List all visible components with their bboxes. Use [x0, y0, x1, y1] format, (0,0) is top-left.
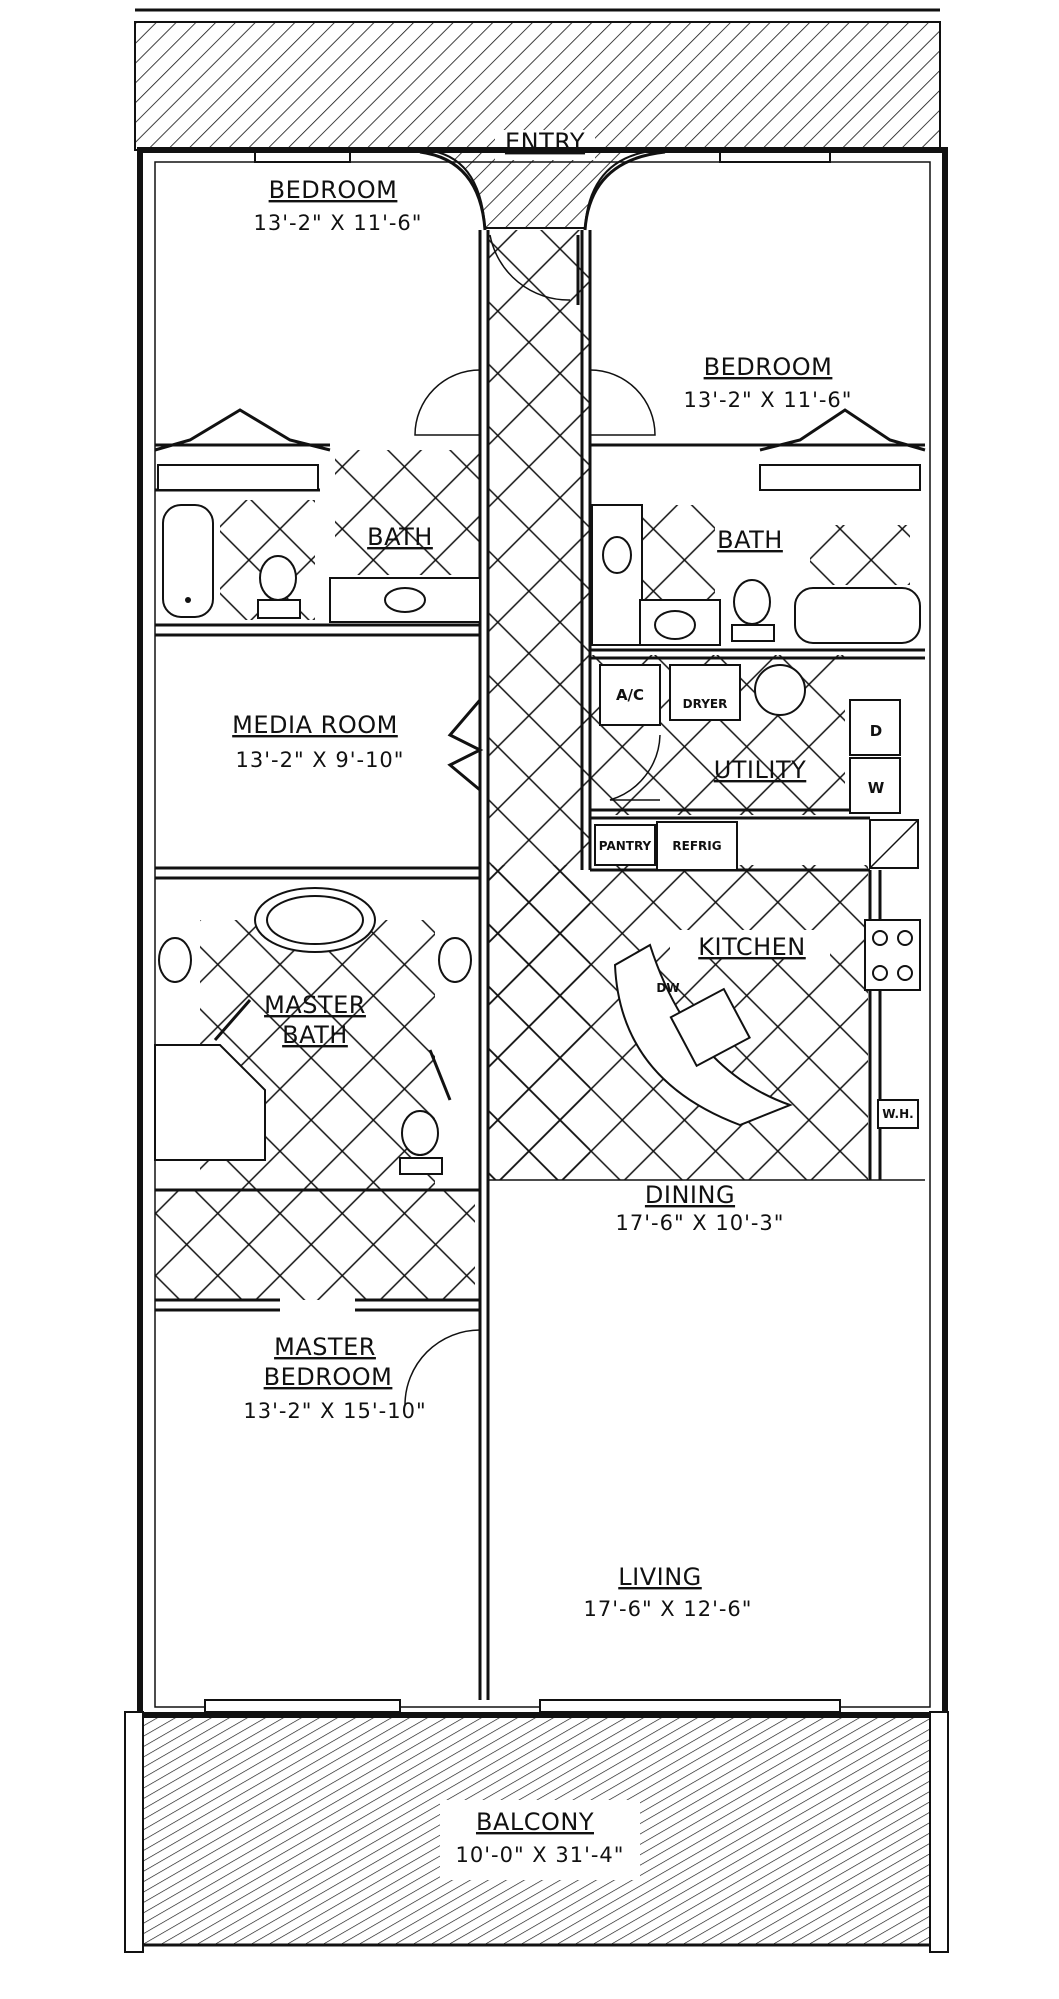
- closet-door-left: [154, 408, 331, 452]
- dryer-unit-left: [669, 664, 741, 721]
- bath-right-tile: [640, 505, 715, 600]
- label-kitchen: KITCHEN: [698, 933, 806, 961]
- door-swing-bedroom-left: [414, 369, 481, 436]
- kitchen-island: [613, 943, 793, 1127]
- master-bath-door-b: [428, 1049, 452, 1101]
- sink-right-a: [602, 536, 632, 574]
- range: [864, 919, 921, 991]
- window-top-right: [719, 151, 831, 163]
- entry-arc-left: [419, 150, 487, 231]
- tub-left: [162, 504, 214, 618]
- dims-media-room: 13'-2" X 9'-10": [236, 748, 405, 772]
- dims-dining: 17'-6" X 10'-3": [616, 1211, 785, 1235]
- label-dining: DINING: [645, 1181, 735, 1209]
- tub-right: [794, 587, 921, 644]
- label-dryer-unit: D: [870, 722, 882, 740]
- master-closet-tile: [155, 1190, 475, 1300]
- washer-stack: [849, 757, 901, 814]
- bath-right-tub-tile: [810, 525, 910, 585]
- refrig-box: [656, 821, 738, 871]
- door-swing-master: [404, 1329, 481, 1406]
- master-tub-inner: [266, 895, 364, 945]
- master-sink-left: [158, 937, 192, 983]
- label-master-bath-2: BATH: [282, 1021, 348, 1049]
- tub-left-drain: [185, 597, 191, 603]
- dims-bedroom-left: 13'-2" X 11'-6": [254, 211, 423, 235]
- toilet-left-tank: [257, 599, 301, 619]
- toilet-left: [259, 555, 297, 601]
- vanity-right-a: [591, 504, 643, 646]
- utility-cabinet-diagonal: [869, 819, 919, 869]
- dims-bedroom-right: 13'-2" X 11'-6": [684, 388, 853, 412]
- window-bottom-left: [204, 1699, 401, 1713]
- window-top-left: [254, 151, 351, 163]
- closet-shelf-right: [759, 464, 921, 491]
- window-bottom-right: [539, 1699, 841, 1713]
- label-wh: W.H.: [882, 1107, 913, 1121]
- water-heater: [754, 664, 806, 716]
- kitchen-label-bg: [670, 930, 830, 958]
- dims-master-bedroom: 13'-2" X 15'-10": [243, 1399, 426, 1423]
- label-ac: A/C: [616, 686, 644, 704]
- label-utility: UTILITY: [714, 756, 807, 784]
- label-dw: DW: [656, 981, 679, 995]
- toilet-right-tank: [731, 624, 775, 642]
- label-master-bath-1: MASTER: [264, 991, 366, 1019]
- label-bath-left: BATH: [367, 523, 433, 551]
- sink-left: [384, 587, 426, 613]
- label-bedroom-right: BEDROOM: [704, 353, 833, 381]
- dryer-stack: [849, 699, 901, 756]
- label-master-bedroom-2: BEDROOM: [264, 1363, 393, 1391]
- label-refrig: REFRIG: [672, 839, 721, 853]
- closet-door-right: [759, 408, 926, 452]
- entry-arc-right: [583, 150, 666, 231]
- media-room-closet-door: [447, 699, 484, 792]
- balcony-label-bg: [440, 1800, 640, 1880]
- toilet-right: [733, 579, 771, 625]
- balcony-left-post: [124, 1711, 144, 1953]
- label-media-room: MEDIA ROOM: [232, 711, 398, 739]
- master-sink-right: [438, 937, 472, 983]
- label-washer-unit: W: [868, 779, 885, 797]
- label-dryer: DRYER: [683, 697, 728, 711]
- balcony-right-post: [929, 1711, 949, 1953]
- vanity-left: [329, 577, 481, 623]
- ac-unit: [599, 664, 661, 726]
- label-master-bedroom-1: MASTER: [274, 1333, 376, 1361]
- interior-walls: [155, 230, 925, 1700]
- door-swing-entry: [489, 234, 571, 301]
- master-toilet: [401, 1110, 439, 1156]
- door-swing-utility: [609, 734, 661, 801]
- label-balcony: BALCONY: [476, 1808, 594, 1836]
- master-shower: [154, 1044, 266, 1161]
- closet-shelf-left: [157, 464, 319, 491]
- water-heater-closet: [877, 1099, 919, 1129]
- label-bedroom-left: BEDROOM: [269, 176, 398, 204]
- pantry-box: [594, 824, 656, 866]
- sink-right-b: [654, 610, 696, 640]
- door-swing-bedroom-right: [589, 369, 656, 436]
- label-living: LIVING: [618, 1563, 702, 1591]
- label-bath-right: BATH: [717, 526, 783, 554]
- dims-living: 17'-6" X 12'-6": [584, 1597, 753, 1621]
- bath-left-vanity-tile: [335, 450, 480, 575]
- entry-label-bg: [495, 130, 595, 160]
- label-pantry: PANTRY: [599, 839, 652, 853]
- kitchen-sink: [669, 987, 751, 1068]
- master-bath-door-a: [213, 999, 252, 1041]
- label-entry: ENTRY: [505, 128, 585, 156]
- dims-balcony: 10'-0" X 31'-4": [456, 1843, 625, 1867]
- master-toilet-tank: [399, 1157, 443, 1175]
